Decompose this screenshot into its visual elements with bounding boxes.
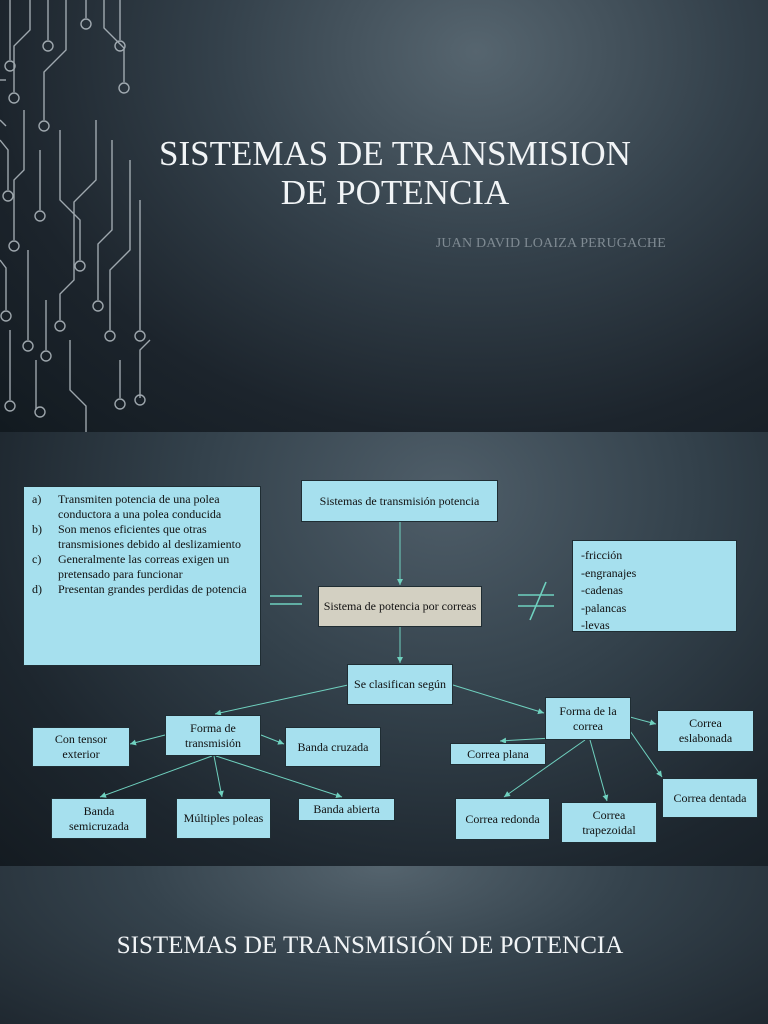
other-system-item: -fricción bbox=[581, 548, 623, 562]
slide-title-line-2: DE POTENCIA bbox=[280, 173, 510, 212]
crossed-belt-node: Banda cruzada bbox=[285, 727, 381, 767]
arrow-to-linked-belt bbox=[629, 716, 657, 726]
multiple-pulleys-node: Múltiples poleas bbox=[176, 798, 271, 839]
flat-belt-node: Correa plana bbox=[450, 743, 546, 765]
toothed-belt-node: Correa dentada bbox=[662, 778, 758, 818]
slide-title-line-1: SISTEMAS DE TRANSMISION bbox=[159, 134, 631, 173]
section-slide: SISTEMAS DE TRANSMISIÓN DE POTENCIA bbox=[0, 866, 768, 1024]
arrow-to-flat-belt bbox=[499, 737, 553, 744]
other-systems-box: -fricción -engranajes -cadenas -palancas… bbox=[572, 540, 737, 632]
other-systems-list: -fricción -engranajes -cadenas -palancas… bbox=[577, 543, 732, 639]
not-equals-sign bbox=[518, 581, 554, 621]
transmission-form-node: Forma de transmisión bbox=[165, 715, 261, 756]
root-node: Sistemas de transmisión potencia bbox=[301, 480, 498, 522]
classified-by-node: Se clasifican según bbox=[347, 664, 453, 705]
trapezoidal-belt-node: Correa trapezoidal bbox=[561, 802, 657, 843]
arrow-to-semi-crossed-belt bbox=[99, 755, 213, 798]
other-system-item: -palancas bbox=[581, 600, 627, 615]
section-title: SISTEMAS DE TRANSMISIÓN DE POTENCIA bbox=[116, 932, 624, 959]
semi-crossed-belt-node: Banda semicruzada bbox=[51, 798, 147, 839]
linked-belt-node: Correa eslabonada bbox=[657, 710, 754, 752]
characteristic-item: c)Generalmente las correas exigen un pre… bbox=[32, 552, 230, 581]
other-system-item: -cadenas bbox=[581, 583, 623, 597]
characteristics-box: a)Transmiten potencia de una polea condu… bbox=[23, 486, 261, 666]
arrow-to-trapezoidal-belt bbox=[589, 739, 609, 802]
characteristic-item: d)Presentan grandes perdidas de potencia bbox=[32, 582, 247, 596]
arrow-classified-to-belt-form bbox=[452, 684, 545, 715]
characteristic-item: a)Transmiten potencia de una polea condu… bbox=[32, 492, 222, 521]
external-tensioner-node: Con tensor exterior bbox=[32, 727, 130, 767]
round-belt-node: Correa redonda bbox=[455, 798, 550, 840]
other-system-item: -levas bbox=[581, 618, 610, 632]
connector-lines bbox=[99, 522, 663, 802]
equals-sign bbox=[270, 595, 302, 605]
circuit-decoration bbox=[0, 0, 151, 432]
arrow-to-open-belt bbox=[215, 755, 343, 798]
arrow-to-toothed-belt bbox=[627, 727, 663, 778]
belt-system-node: Sistema de potencia por correas bbox=[318, 586, 482, 627]
arrow-to-round-belt bbox=[503, 739, 586, 798]
concept-map-slide: a)Transmiten potencia de una polea condu… bbox=[0, 432, 768, 866]
author-name: JUAN DAVID LOAIZA PERUGACHE bbox=[435, 236, 666, 251]
arrow-to-multiple-pulleys bbox=[213, 755, 224, 798]
arrow-to-crossed-belt bbox=[260, 734, 285, 745]
characteristic-item: b)Son menos eficientes que otras transmi… bbox=[32, 522, 241, 551]
arrow-to-external-tensioner bbox=[129, 734, 166, 746]
other-system-item: -engranajes bbox=[581, 565, 637, 580]
belt-form-node: Forma de la correa bbox=[545, 697, 631, 740]
title-slide: SISTEMAS DE TRANSMISION DE POTENCIA JUAN… bbox=[0, 0, 768, 432]
slide-title: SISTEMAS DE TRANSMISION DE POTENCIA bbox=[100, 134, 690, 212]
arrow-classified-to-transmission-form bbox=[214, 684, 349, 716]
open-belt-node: Banda abierta bbox=[298, 798, 395, 821]
characteristics-list: a)Transmiten potencia de una polea condu… bbox=[28, 489, 256, 597]
